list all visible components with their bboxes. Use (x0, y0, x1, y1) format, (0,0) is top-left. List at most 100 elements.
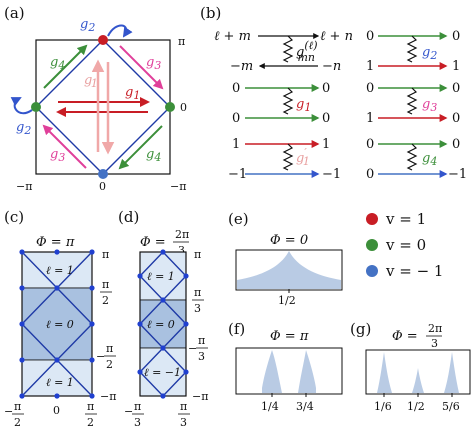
b-wiggle-g2 (406, 35, 418, 63)
legend-dot-blue (366, 265, 378, 277)
tick-negpi-left: −π (16, 180, 32, 193)
panel-g-label: (g) (350, 320, 371, 338)
d-cell-label-middle: ℓ = 0 (147, 318, 175, 331)
b-wiggle-g1p (282, 143, 294, 171)
tick-zero-right: 0 (180, 101, 187, 114)
g-tick-label-2: 1/2 (407, 400, 425, 413)
b-right-row2-r: 1 (452, 59, 460, 74)
g4-top-label: g4 (50, 55, 65, 72)
panel-e-label: (e) (228, 210, 249, 228)
b-right-row4-r: 0 (452, 111, 460, 126)
e-tick-label: 1/2 (278, 294, 296, 307)
c-ytick-negpi: −π (100, 390, 116, 403)
b-right-row3-r: 0 (452, 81, 460, 96)
c-cell-bottom (21, 359, 93, 397)
b-right-row1-r: 0 (452, 29, 460, 44)
b-gmn-label: g(ℓ)mn (296, 39, 318, 64)
b-l-plus-n: ℓ + n (320, 29, 353, 44)
d-flux-num: 2π (175, 228, 189, 241)
d-xtick-pi3-num: π (180, 400, 187, 413)
b-left-row1-r: 0 (322, 81, 330, 96)
c-ytick-npi2-num: π (106, 342, 113, 355)
g2-loop-left (10, 97, 33, 115)
d-xtick-neg: − (124, 405, 133, 418)
b-g4-label: g4 (422, 151, 437, 168)
b-right-row5-l: 0 (366, 137, 374, 152)
legend-dot-red (366, 213, 378, 225)
b-wiggle-g4 (406, 143, 418, 171)
g2-left-label: g2 (16, 120, 31, 137)
g2-top-label: g2 (80, 17, 95, 34)
b-minus-m: −m (230, 59, 253, 74)
f-frame (235, 347, 343, 395)
panel-d-label: (d) (118, 208, 139, 226)
panel-f: (f) Φ = π 1/4 3/4 (228, 320, 343, 413)
b-right-row1-l: 0 (366, 29, 374, 44)
b-right-row2-l: 1 (366, 59, 374, 74)
d-ytick-neg: − (188, 342, 197, 355)
d-ytick-pi: π (194, 248, 201, 261)
b-vertex-g4: 0 0 g4 0 −1 (366, 137, 467, 182)
b-left-row3-l: 1 (232, 137, 240, 152)
b-vertex-g1: 0 0 g1 0 0 (232, 81, 330, 126)
dot-green-left (31, 102, 41, 112)
d-cell-bottom (139, 347, 187, 397)
b-minus-n: −n (322, 59, 341, 74)
e-flux: Φ = 0 (270, 233, 308, 248)
dot-red-top (98, 35, 108, 45)
c-ytick-pi2-num: π (102, 278, 109, 291)
d-xtick-npi3-den: 3 (134, 416, 141, 429)
d-xtick-pi3-den: 3 (180, 416, 187, 429)
c-cell-label-middle: ℓ = 0 (46, 318, 74, 331)
tick-zero-bottom: 0 (99, 180, 106, 193)
b-left-row3-r: 1 (322, 137, 330, 152)
b-left-row1-l: 0 (232, 81, 240, 96)
c-cell-label-top: ℓ = 1 (46, 264, 74, 277)
b-vertex-g1p: 1 1 g′1 −1 −1 (228, 137, 341, 182)
legend: v = 1 v = 0 v = − 1 (366, 210, 443, 280)
f-peak-right (298, 350, 316, 393)
b-left-row4-r: −1 (322, 167, 341, 182)
g-peak-right (444, 352, 459, 393)
panel-g: (g) Φ = 2π 3 1/6 1/2 5/6 (350, 320, 471, 413)
g3-bottom-label: g3 (50, 147, 65, 164)
d-xtick-npi3-num: π (134, 400, 141, 413)
b-general-wiggle (282, 35, 294, 63)
b-right-row5-r: 0 (452, 137, 460, 152)
b-wiggle-g3 (406, 87, 418, 115)
dot-blue-bottom (98, 169, 108, 179)
g1p-label: g′1 (84, 68, 98, 90)
d-flux-den: 3 (178, 244, 185, 257)
b-left-row4-l: −1 (228, 167, 247, 182)
b-l-plus-m: ℓ + m (214, 29, 251, 44)
g2-loop-top (107, 24, 133, 38)
panel-a-label: (a) (4, 4, 25, 22)
legend-label-0: v = 0 (385, 236, 426, 254)
d-ytick-negpi: −π (192, 390, 208, 403)
tick-negpi-right: −π (170, 180, 186, 193)
legend-label-1: v = 1 (385, 210, 426, 228)
b-g1p-label: g′1 (296, 146, 310, 168)
c-flux: Φ = π (36, 235, 75, 250)
b-vertex-g3: 0 0 g3 1 0 (366, 81, 460, 126)
g-peak-left (377, 352, 392, 393)
b-g1-label: g1 (296, 97, 311, 114)
b-left-row2-r: 0 (322, 111, 330, 126)
d-cell-label-bottom: ℓ = −1 (144, 366, 181, 379)
d-flux-prefix: Φ = (140, 235, 166, 250)
d-ytick-npi3-num: π (198, 334, 205, 347)
panel-c-label: (c) (4, 208, 24, 226)
d-ytick-npi3-den: 3 (198, 350, 205, 363)
e-spectrum (237, 251, 341, 289)
b-wiggle-g1 (282, 87, 294, 115)
c-ytick-pi: π (102, 248, 109, 261)
c-dots (19, 249, 95, 399)
b-g2-label: g2 (422, 45, 437, 62)
g-flux-num: 2π (428, 322, 442, 335)
b-right-row6-r: −1 (448, 167, 467, 182)
f-peak-left (262, 350, 282, 393)
g4-bottom-label: g4 (146, 147, 161, 164)
c-ytick-pi2-den: 2 (102, 294, 109, 307)
legend-label-m1: v = − 1 (385, 262, 443, 280)
